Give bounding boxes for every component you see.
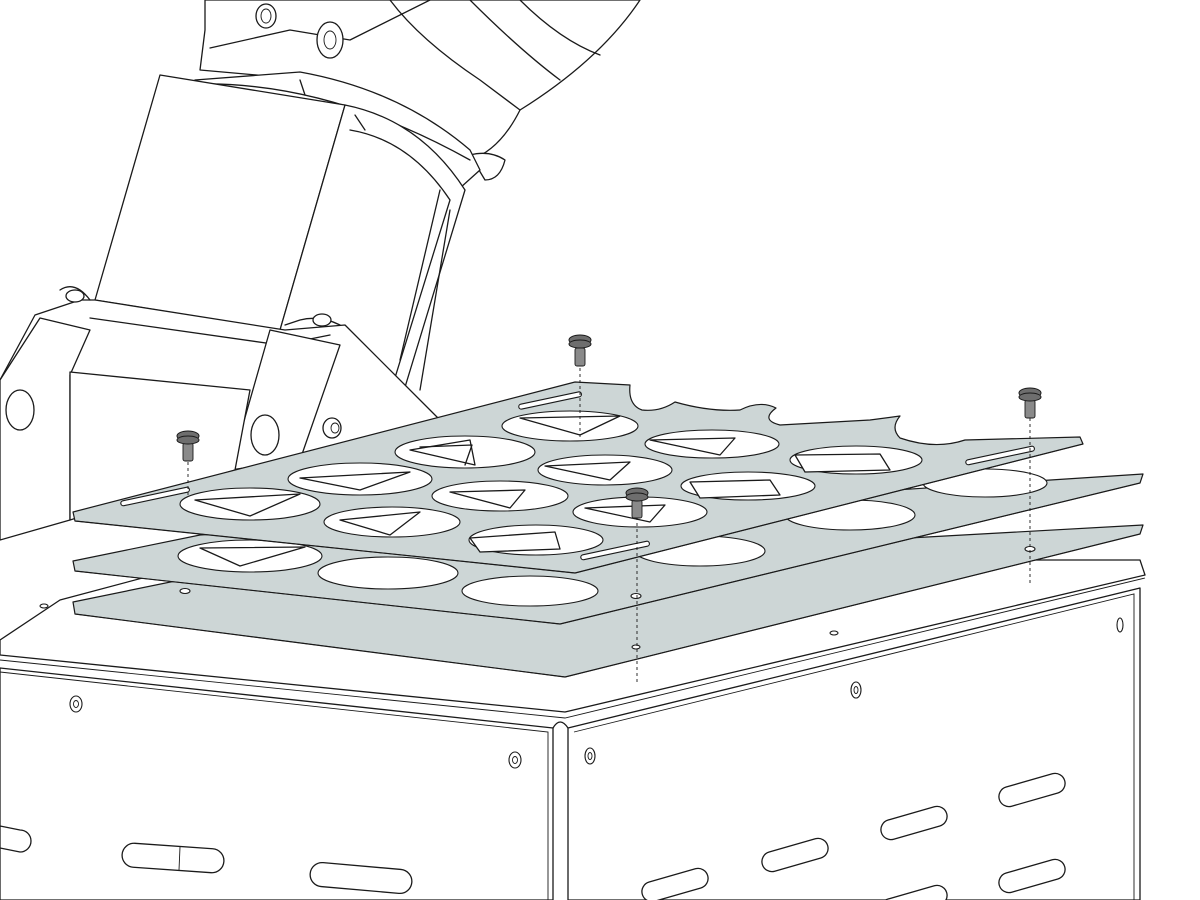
screw-top-center (568, 334, 592, 440)
vent-slots-right (641, 772, 1066, 900)
screw-right (1018, 387, 1042, 585)
panel-screw-holes (39, 603, 1124, 769)
screw-left (176, 430, 200, 496)
top-plate-slots (120, 391, 1035, 561)
robot-arm (0, 0, 641, 541)
cabinet-right-panel (567, 587, 1141, 900)
top-plate (72, 381, 1084, 574)
screw-center (625, 487, 649, 682)
top-plate-holes (179, 410, 923, 556)
cabinet-left-panel (0, 667, 554, 900)
vent-slots-left (0, 825, 413, 895)
